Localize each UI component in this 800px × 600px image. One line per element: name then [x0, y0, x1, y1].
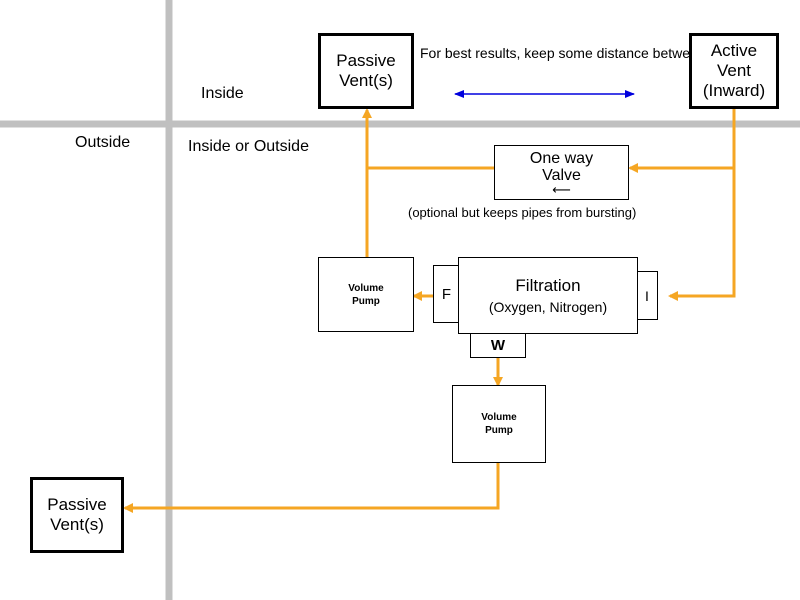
volume-pump-upper-line2: Pump: [352, 295, 380, 307]
volume-pump-lower-line2: Pump: [485, 425, 513, 436]
inside-or-outside-line2: Outside: [253, 138, 309, 155]
filtration-unit: Filtration (Oxygen, Nitrogen): [458, 257, 638, 334]
pipe-active-to-filtration: [668, 109, 736, 301]
port-i-label: I: [645, 287, 649, 304]
inside-or-outside-label: Inside or Outside: [188, 136, 309, 157]
port-i: I: [636, 271, 658, 320]
volume-pump-upper-line1: Volume: [348, 282, 384, 294]
valve-note: (optional but keeps pipes from bursting): [408, 205, 637, 220]
pipe-pump-to-passive-bottom: [123, 462, 500, 513]
active-vent-line1: Active: [710, 41, 758, 60]
passive-vent-top-line1: Passive: [336, 51, 396, 70]
one-way-valve-line2: Valve: [542, 166, 581, 184]
passive-vent-top: Passive Vent(s): [318, 33, 414, 109]
one-way-valve: One way Valve ⟵: [494, 145, 629, 200]
filtration-subtitle: (Oxygen, Nitrogen): [488, 298, 608, 315]
volume-pump-upper: Volume Pump: [318, 257, 414, 332]
volume-pump-lower: Volume Pump: [452, 385, 546, 463]
distance-note: For best results, keep some distance bet…: [420, 43, 744, 64]
distance-note-line1: For best results, keep: [420, 45, 555, 61]
volume-pump-lower-line1: Volume: [481, 412, 517, 423]
port-w-label: W: [490, 336, 506, 354]
passive-vent-bottom-line1: Passive: [47, 495, 107, 514]
outside-label: Outside: [75, 134, 131, 151]
passive-vent-top-line2: Vent(s): [339, 71, 393, 90]
port-f-label: F: [441, 285, 452, 303]
port-f: F: [433, 265, 460, 323]
passive-vent-bottom-line2: Vent(s): [50, 515, 104, 534]
passive-vent-bottom: Passive Vent(s): [30, 477, 124, 553]
active-vent-line2: Vent: [716, 61, 752, 80]
active-vent-line3: (Inward): [702, 81, 766, 100]
active-vent: Active Vent (Inward): [689, 33, 779, 109]
filtration-title: Filtration: [515, 275, 581, 295]
port-w: W: [470, 332, 526, 358]
one-way-valve-line1: One way: [529, 149, 594, 167]
inside-or-outside-line1: Inside or: [188, 138, 250, 155]
valve-direction-arrow-icon: ⟵: [552, 181, 571, 197]
inside-label: Inside: [201, 85, 244, 102]
